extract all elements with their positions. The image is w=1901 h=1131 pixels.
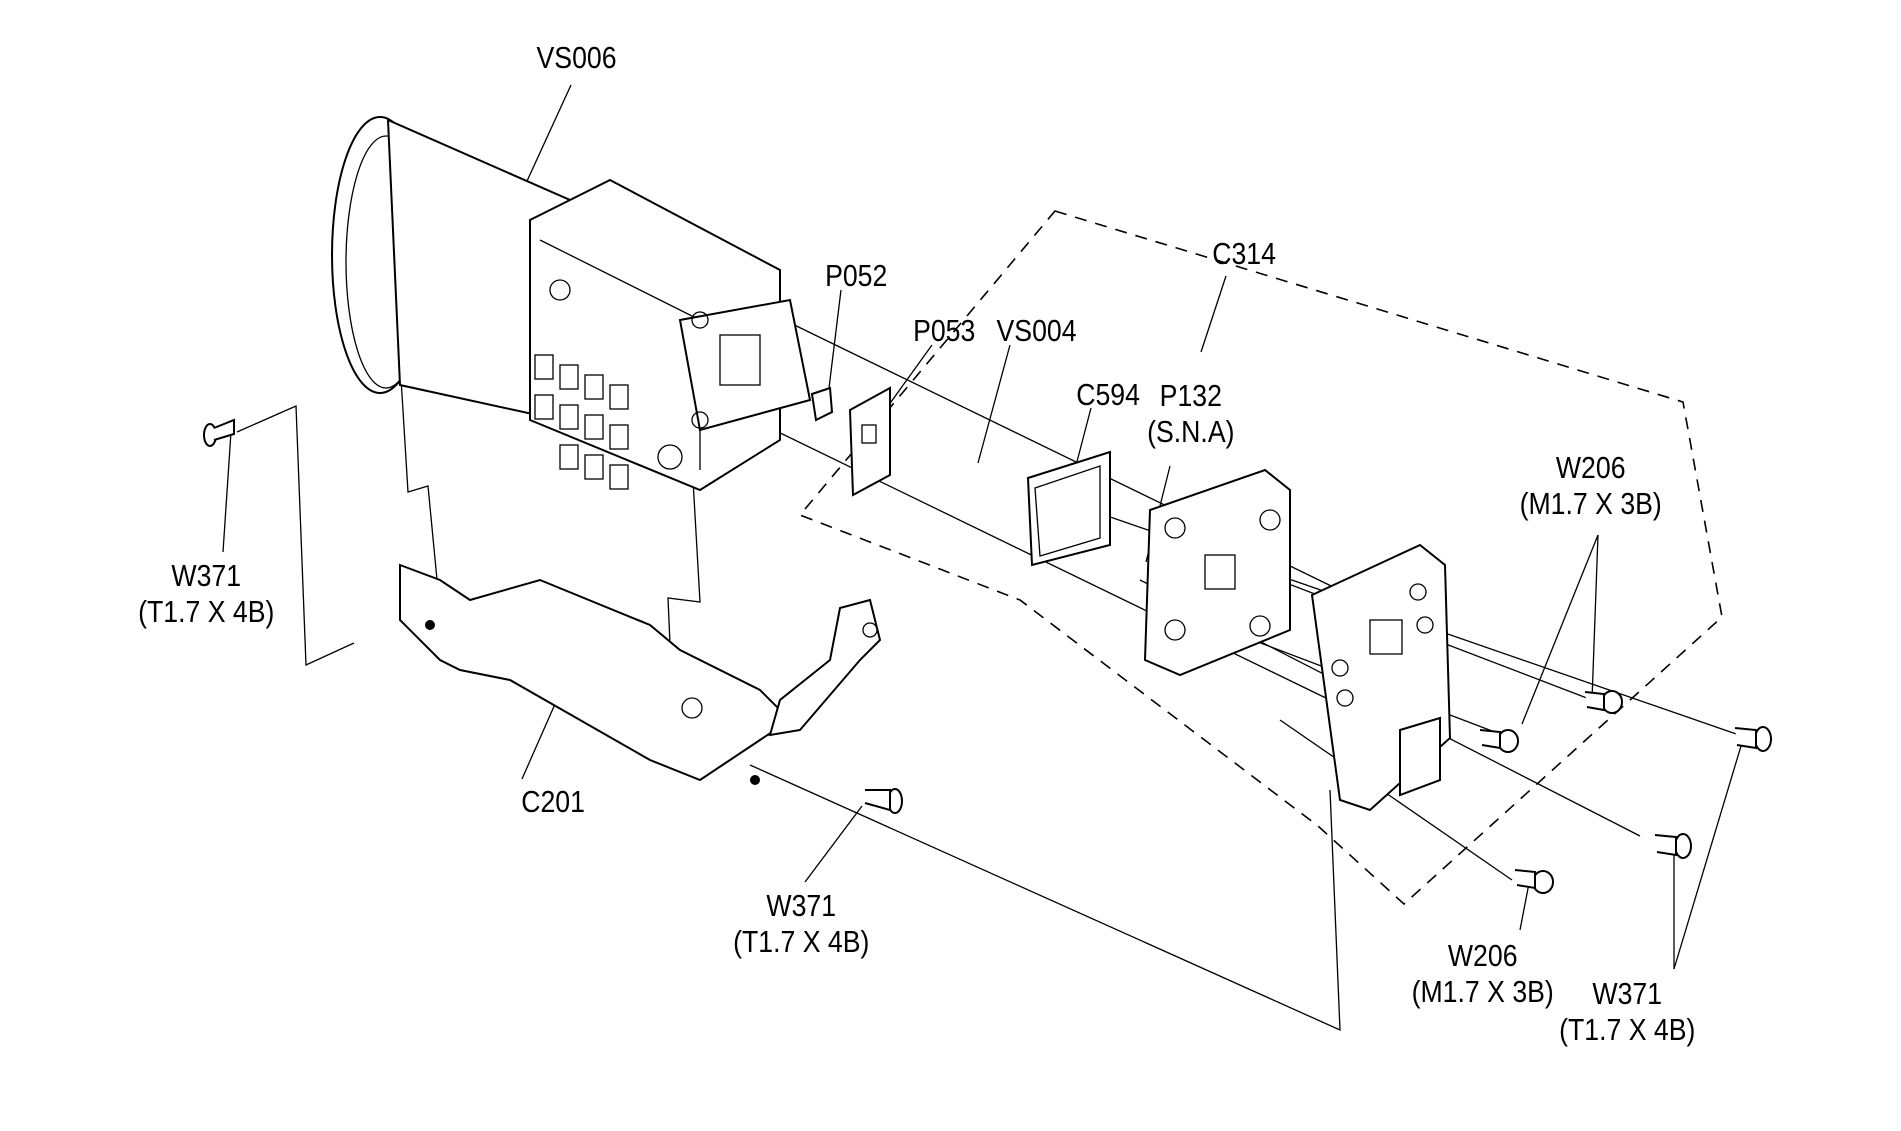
- leader-w371-bottom: [804, 805, 863, 883]
- screw-w206-bottom: [1514, 869, 1554, 894]
- leader-w206-top-b: [1521, 534, 1599, 725]
- label-c594: C594: [1076, 377, 1140, 412]
- leader-w371-left: [222, 431, 232, 553]
- leader-w206-top-a: [1591, 534, 1599, 701]
- screw-w206-top-a: [1479, 729, 1519, 753]
- label-c201: C201: [521, 784, 585, 819]
- label-c314: C314: [1212, 236, 1276, 271]
- leader-vs006: [521, 84, 572, 193]
- label-w206-top: W206 (M1.7 X 3B): [1519, 450, 1662, 521]
- lens-block-grid: [534, 354, 629, 490]
- part-c594-plate: [1143, 468, 1291, 677]
- screw-w371-right-a: [1734, 726, 1772, 752]
- label-p132: P132 (S.N.A): [1147, 378, 1235, 449]
- label-p052: P052: [825, 258, 888, 293]
- label-p053: P053: [913, 313, 976, 348]
- screw-w206-top-b: [1584, 690, 1623, 714]
- label-w371-bottom: W371 (T1.7 X 4B): [733, 888, 870, 959]
- part-c201-bracket: [399, 563, 882, 785]
- screw-w371-bottom: [864, 788, 903, 814]
- part-p053-seal: [848, 386, 891, 497]
- screw-w371-left: [203, 418, 235, 447]
- leader-vs004: [977, 344, 1011, 464]
- label-w371-right: W371 (T1.7 X 4B): [1559, 976, 1696, 1047]
- label-vs004: VS004: [996, 313, 1077, 348]
- label-w206-bottom: W206 (M1.7 X 3B): [1411, 938, 1554, 1009]
- label-w371-left: W371 (T1.7 X 4B): [138, 558, 275, 629]
- leader-w371-right-b: [1673, 735, 1745, 970]
- alignment-lines: [236, 317, 1743, 1032]
- leader-p052: [828, 289, 842, 389]
- label-vs006: VS006: [536, 40, 617, 75]
- part-p132-board: [1310, 543, 1452, 812]
- part-vs004-ccd: [1026, 450, 1111, 567]
- part-p052-filter: [810, 386, 834, 422]
- part-vs006-lens-block: [331, 116, 812, 492]
- leader-c314: [1200, 275, 1227, 353]
- leader-lines: [222, 84, 1745, 970]
- screw-w371-right-b: [1654, 833, 1692, 859]
